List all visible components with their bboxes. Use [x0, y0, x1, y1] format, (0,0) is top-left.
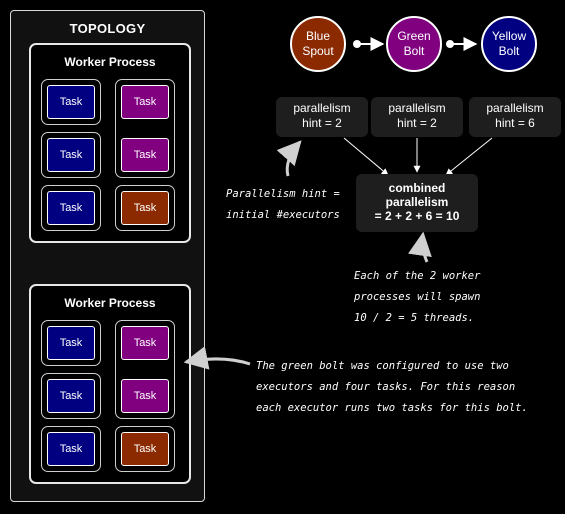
executor-two-tasks: Task Task [115, 320, 175, 419]
combined-label: combined [388, 181, 446, 195]
note-line: The green bolt was configured to use two [256, 360, 509, 372]
note-line: processes will spawn [354, 291, 481, 303]
executor: Task [41, 373, 101, 419]
executor: Task [41, 185, 101, 231]
note-line: Parallelism hint = [226, 188, 340, 200]
note-line: each executor runs two tasks for this bo… [256, 402, 528, 414]
worker-spawn-note: Each of the 2 worker processes will spaw… [354, 266, 480, 329]
combined-label: parallelism [385, 195, 449, 209]
task-green-bolt: Task [121, 379, 169, 413]
hint-value: hint = 2 [397, 116, 437, 130]
task-blue-spout: Task [47, 326, 95, 360]
task-blue-spout: Task [47, 191, 95, 225]
executor: Task [41, 79, 101, 125]
note-line: 10 / 2 = 5 threads. [354, 312, 475, 324]
task-green-bolt: Task [121, 326, 169, 360]
node-label: Yellow [491, 29, 527, 43]
topology-panel: TOPOLOGY Worker Process Task Task Task T… [10, 10, 205, 502]
task-blue-spout: Task [47, 432, 95, 466]
note-line: initial #executors [226, 209, 340, 221]
hint-value: hint = 6 [495, 116, 535, 130]
worker-process-title: Worker Process [64, 296, 156, 310]
task-yellow-bolt: Task [121, 191, 169, 225]
hint-to-combined-arrow [445, 137, 493, 176]
combined-formula: = 2 + 2 + 6 = 10 [374, 209, 460, 223]
hint-label: parallelism [293, 101, 351, 115]
task-blue-spout: Task [47, 85, 95, 119]
stream-connection [446, 37, 478, 51]
hint-label: parallelism [388, 101, 446, 115]
stream-connection [353, 37, 385, 51]
hint-to-combined-arrow [343, 137, 389, 176]
executor: Task [41, 132, 101, 178]
node-label: Bolt [403, 44, 425, 58]
executor: Task [41, 426, 101, 472]
executor: Task [41, 320, 101, 366]
worker-process-1: Worker Process Task Task Task Task Task … [29, 43, 191, 243]
node-label: Green [397, 29, 431, 43]
hint-value: hint = 2 [302, 116, 342, 130]
executor-two-tasks: Task Task [115, 79, 175, 178]
node-label: Spout [302, 44, 334, 58]
executor: Task [115, 185, 175, 231]
task-yellow-bolt: Task [121, 432, 169, 466]
topology-title: TOPOLOGY [69, 21, 146, 36]
task-green-bolt: Task [121, 85, 169, 119]
worker-process-title: Worker Process [64, 55, 156, 69]
executor: Task [115, 426, 175, 472]
worker-process-2: Worker Process Task Task Task Task Task … [29, 284, 191, 484]
task-blue-spout: Task [47, 379, 95, 413]
worker-note-arrow [408, 231, 432, 263]
node-label: Bolt [498, 44, 520, 58]
hint-note-arrow [276, 140, 302, 177]
task-green-bolt: Task [121, 138, 169, 172]
parallelism-hint-note: Parallelism hint = initial #executors [226, 184, 340, 226]
note-line: Each of the 2 worker [354, 270, 481, 282]
task-blue-spout: Task [47, 138, 95, 172]
green-bolt-note: The green bolt was configured to use two… [256, 356, 528, 419]
combined-parallelism-box: combined parallelism = 2 + 2 + 6 = 10 [356, 174, 478, 232]
node-label: Blue [305, 29, 330, 43]
note-line: executors and four tasks. For this reaso… [256, 381, 516, 393]
hint-label: parallelism [486, 101, 544, 115]
bolt-note-arrow [183, 346, 251, 370]
